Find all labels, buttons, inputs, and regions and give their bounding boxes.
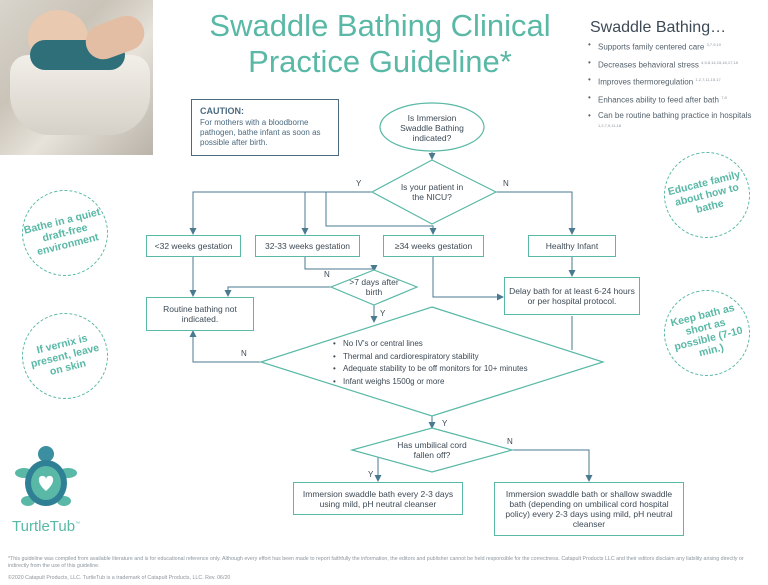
healthy-box: Healthy Infant [528, 235, 616, 257]
benefit-item: Enhances ability to feed after bath 7,8 [588, 93, 766, 106]
benefit-item: Can be routine bathing practice in hospi… [588, 111, 766, 134]
delay-box: Delay bath for at least 6-24 hours or pe… [504, 277, 640, 315]
benefit-item: Decreases behavioral stress 4,5,8,14,15,… [588, 58, 766, 71]
days7-decision [329, 269, 419, 306]
turtle-logo-icon [15, 446, 77, 506]
baby-bath-photo [0, 0, 153, 155]
caution-heading: CAUTION: [200, 106, 244, 116]
yes-label: Y [356, 179, 362, 188]
w3233-box: 32-33 weeks gestation [255, 235, 360, 257]
nicu-decision [370, 159, 498, 225]
yes-label: Y [442, 419, 448, 428]
caution-box: CAUTION: For mothers with a bloodborne p… [191, 99, 339, 156]
start-text: Is Immersion Swaddle Bathing indicated? [400, 113, 464, 143]
start-oval [379, 102, 485, 152]
criteria-item: No IV's or central lines [333, 338, 528, 351]
benefit-item: Supports family centered care 3,7,9,10 [588, 40, 766, 53]
copyright-footer: ©2020 Catapult Products, LLC. TurtleTub … [8, 575, 231, 581]
yes-label: Y [380, 309, 386, 318]
ge34-box: ≥34 weeks gestation [383, 235, 484, 257]
cord-text: Has umbilical cord fallen off? [397, 440, 467, 460]
no-label: N [503, 179, 509, 188]
immersion-box: Immersion swaddle bath every 2-3 days us… [293, 482, 463, 515]
criteria-item: Adequate stability to be off monitors fo… [333, 363, 528, 376]
benefits-list: Supports family centered care 3,7,9,10 D… [588, 40, 766, 138]
lt32-box: <32 weeks gestation [146, 235, 241, 257]
criteria-item: Infant weighs 1500g or more [333, 376, 528, 389]
no-label: N [324, 270, 330, 279]
shallow-box: Immersion swaddle bath or shallow swaddl… [494, 482, 684, 536]
criteria-item: Thermal and cardiorespiratory stability [333, 351, 528, 364]
disclaimer-footnote: *This guideline was compiled from availa… [8, 556, 744, 569]
no-label: N [507, 437, 513, 446]
brand-name: TurtleTub™ [12, 518, 81, 535]
no-label: N [241, 349, 247, 358]
days7-text: >7 days after birth [349, 277, 399, 297]
benefits-heading: Swaddle Bathing… [590, 19, 727, 36]
routine-box: Routine bathing not indicated. [146, 297, 254, 331]
caution-text: For mothers with a bloodborne pathogen, … [200, 118, 321, 147]
nicu-text: Is your patient in the NICU? [400, 182, 464, 202]
criteria-list: No IV's or central lines Thermal and car… [333, 338, 528, 388]
cord-decision [349, 427, 515, 473]
benefit-item: Improves thermoregulation 1,2,7,11,15,17 [588, 75, 766, 88]
page-title: Swaddle Bathing Clinical Practice Guidel… [209, 8, 551, 79]
yes-label: Y [368, 470, 374, 479]
